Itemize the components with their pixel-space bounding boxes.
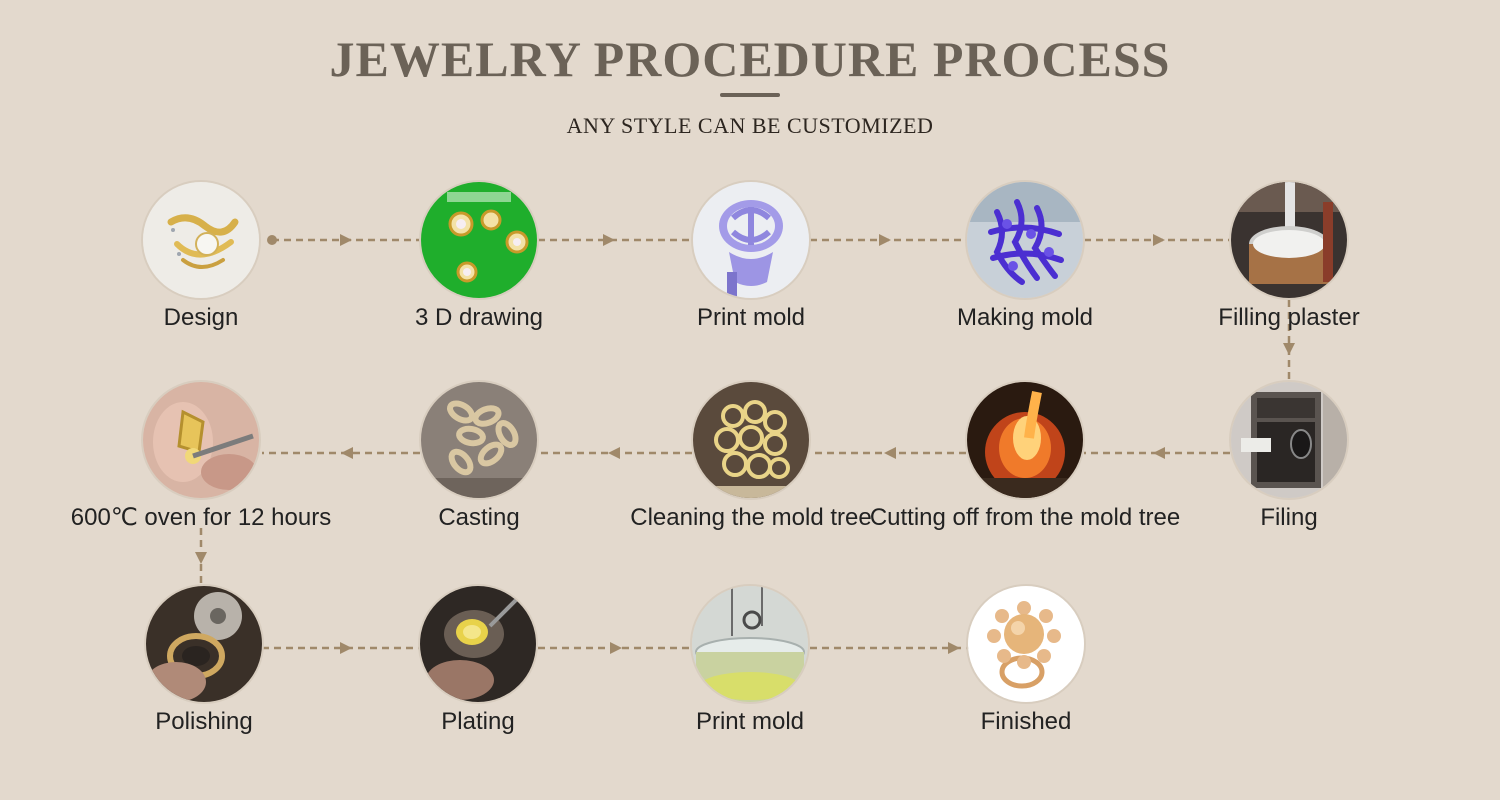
step-label: Filing [1260, 504, 1318, 531]
page-title: JEWELRY PROCEDURE PROCESS [329, 31, 1171, 87]
plating-bath-photo [692, 586, 808, 702]
arrowhead [608, 447, 620, 459]
arrowhead [1153, 447, 1165, 459]
arrowhead [195, 552, 207, 564]
step-label: Polishing [155, 708, 253, 735]
page-subtitle: ANY STYLE CAN BE CUSTOMIZED [566, 113, 934, 138]
arrowhead [948, 642, 960, 654]
title-divider [720, 93, 780, 97]
connector-start-dot [267, 235, 277, 245]
filling-plaster-photo [1231, 182, 1347, 298]
step-label: Casting [438, 504, 520, 531]
polishing-photo [146, 586, 262, 702]
arrowhead [879, 234, 891, 246]
step-label: 3 D drawing [414, 304, 544, 331]
making-mold-photo [967, 182, 1083, 298]
plating-photo [420, 586, 536, 702]
arrowhead [610, 642, 622, 654]
step-label: Making mold [956, 304, 1094, 331]
casting-photo [421, 382, 537, 498]
step-label: Print mold [695, 708, 805, 735]
arrowhead [341, 447, 353, 459]
step-label: Design [163, 304, 239, 331]
arrowhead [884, 447, 896, 459]
arrowhead [603, 234, 615, 246]
filing-photo [1231, 382, 1347, 498]
step-label: Finished [980, 708, 1072, 735]
arrowhead [1153, 234, 1165, 246]
step-label: Cleaning the mold tree [630, 504, 872, 531]
print-mold-photo [693, 182, 809, 298]
oven-photo [143, 382, 259, 498]
cutting-off-photo [967, 382, 1083, 498]
arrowhead [340, 234, 352, 246]
cleaning-tree-photo [693, 382, 809, 498]
step-label: Print mold [696, 304, 806, 331]
design-photo [143, 182, 259, 298]
arrowhead [340, 642, 352, 654]
arrowhead [1283, 343, 1295, 355]
finished-photo [968, 586, 1084, 702]
step-label: Plating [441, 708, 515, 735]
step-label: Filling plaster [1218, 304, 1360, 331]
step-label: Cutting off from the mold tree [869, 504, 1181, 531]
3d-drawing-photo [421, 182, 537, 298]
step-label: 600℃ oven for 12 hours [70, 504, 332, 531]
